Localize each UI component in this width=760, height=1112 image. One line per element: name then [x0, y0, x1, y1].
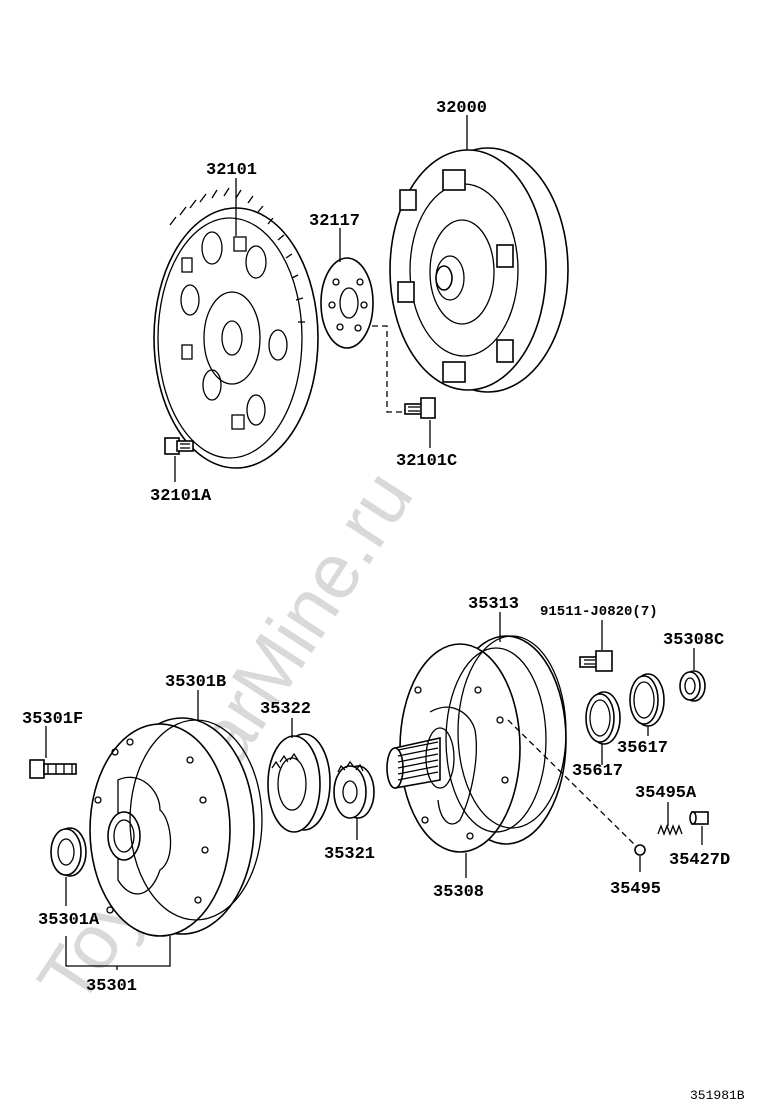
oil-seal-35301A[interactable]: [50, 827, 87, 877]
watermark-text: ToyotaCarMine.ru: [20, 455, 429, 1019]
torque-converter-32000[interactable]: [389, 147, 569, 393]
label-35308C: 35308C: [663, 631, 724, 650]
label-91511-J0820: 91511-J0820(7): [540, 604, 658, 620]
driven-gear-35322[interactable]: [267, 733, 331, 833]
label-35495A: 35495A: [635, 784, 697, 803]
plug-35427D[interactable]: [689, 811, 709, 825]
spring-35495A[interactable]: [657, 824, 683, 836]
plate-32117[interactable]: [320, 257, 374, 349]
pump-body-35301[interactable]: [89, 717, 255, 937]
label-35301A: 35301A: [38, 911, 100, 930]
bolt-35301F[interactable]: [29, 759, 77, 779]
stator-shaft-35308[interactable]: [386, 635, 567, 853]
label-35495: 35495: [610, 880, 661, 899]
seal-ring-35617-a[interactable]: [585, 691, 621, 745]
bolt-32101C[interactable]: [404, 397, 436, 419]
label-35427D: 35427D: [669, 851, 730, 870]
label-32101: 32101: [206, 161, 257, 180]
o-ring-35301B[interactable]: [129, 719, 263, 921]
gasket-35313[interactable]: [457, 635, 567, 829]
drive-gear-35321[interactable]: [333, 760, 375, 819]
label-35313: 35313: [468, 595, 519, 614]
label-32101C: 32101C: [396, 452, 457, 471]
label-35301B: 35301B: [165, 673, 226, 692]
label-35308: 35308: [433, 883, 484, 902]
seal-ring-35308C[interactable]: [679, 670, 706, 702]
label-35617-b: 35617: [617, 739, 668, 758]
figure-code: 351981B: [690, 1088, 745, 1103]
label-35321: 35321: [324, 845, 375, 864]
check-ball-35495[interactable]: [634, 844, 646, 856]
bolt-32101A[interactable]: [164, 437, 194, 455]
label-35301: 35301: [86, 977, 137, 996]
label-35617-a: 35617: [572, 762, 623, 781]
drive-plate-32101[interactable]: [153, 187, 319, 469]
label-32117: 32117: [309, 212, 360, 231]
label-32101A: 32101A: [150, 487, 212, 506]
label-35301F: 35301F: [22, 710, 83, 729]
bolt-91511-J0820[interactable]: [579, 650, 613, 672]
seal-ring-35617-b[interactable]: [629, 673, 665, 727]
label-32000: 32000: [436, 99, 487, 118]
label-35322: 35322: [260, 700, 311, 719]
